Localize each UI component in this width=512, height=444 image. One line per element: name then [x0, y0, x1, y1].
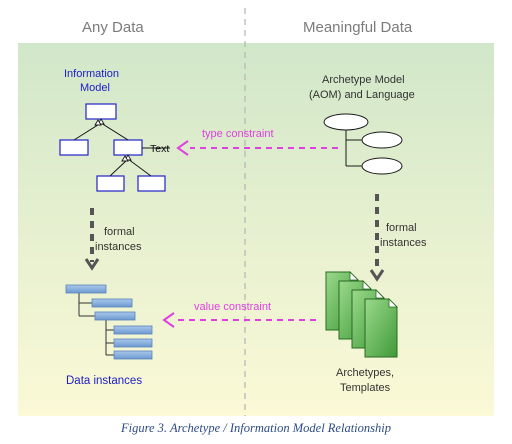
uml-class-bottom-right: [137, 175, 166, 192]
aom-ellipse-middle: [361, 131, 403, 149]
data-bar-child-1: [91, 298, 133, 308]
left-formal-label-line1: formal: [104, 226, 135, 238]
document-fold-corners: [349, 271, 398, 308]
document-4: [364, 298, 398, 358]
aom-ellipses: [323, 113, 403, 175]
figure-caption: Figure 3. Archetype / Information Model …: [121, 421, 391, 435]
data-instances-label: Data instances: [66, 375, 143, 387]
info-model-label-line2: Model: [80, 82, 110, 94]
aom-label-line1: Archetype Model: [322, 74, 405, 86]
value-constraint-label: value constraint: [194, 301, 272, 313]
uml-root-class: [85, 103, 117, 120]
type-constraint-arrowhead: [176, 140, 189, 156]
right-formal-label-line2: instances: [380, 237, 427, 249]
data-instance-bars: [65, 284, 153, 360]
right-formal-label-line1: formal: [386, 222, 417, 234]
text-type-label: Text: [150, 143, 170, 155]
right-formal-arrowhead: [369, 269, 385, 282]
data-bar-leaf-3: [113, 350, 153, 360]
aom-ellipse-bottom: [361, 157, 403, 175]
archetypes-label-line1: Archetypes,: [336, 367, 395, 379]
info-model-label-line1: Information: [64, 68, 120, 80]
data-bar-root: [65, 284, 107, 294]
left-formal-arrowhead: [84, 258, 100, 271]
uml-class-left: [59, 139, 89, 156]
background-panel: [18, 43, 494, 416]
archetypes-label-line2: Templates: [340, 382, 391, 394]
header-meaningful-data: Meaningful Data: [303, 19, 413, 36]
data-bar-leaf-2: [113, 338, 153, 348]
aom-ellipse-top: [323, 113, 369, 131]
archetype-documents: [325, 271, 398, 358]
uml-class-bottom-left: [96, 175, 125, 192]
aom-tree-lines: [345, 130, 362, 167]
data-instance-tree-lines: [78, 291, 114, 356]
uml-inheritance-lines: [73, 122, 170, 177]
inheritance-arrowheads: [94, 118, 132, 162]
value-constraint-arrowhead: [162, 312, 175, 328]
uml-class-right: [113, 139, 143, 156]
data-bar-child-2: [94, 311, 136, 321]
left-formal-label-line2: instances: [95, 241, 142, 253]
type-constraint-label: type constraint: [202, 128, 274, 140]
aom-label-line2: (AOM) and Language: [309, 89, 415, 101]
data-bar-leaf-1: [113, 325, 153, 335]
header-any-data: Any Data: [82, 19, 144, 36]
